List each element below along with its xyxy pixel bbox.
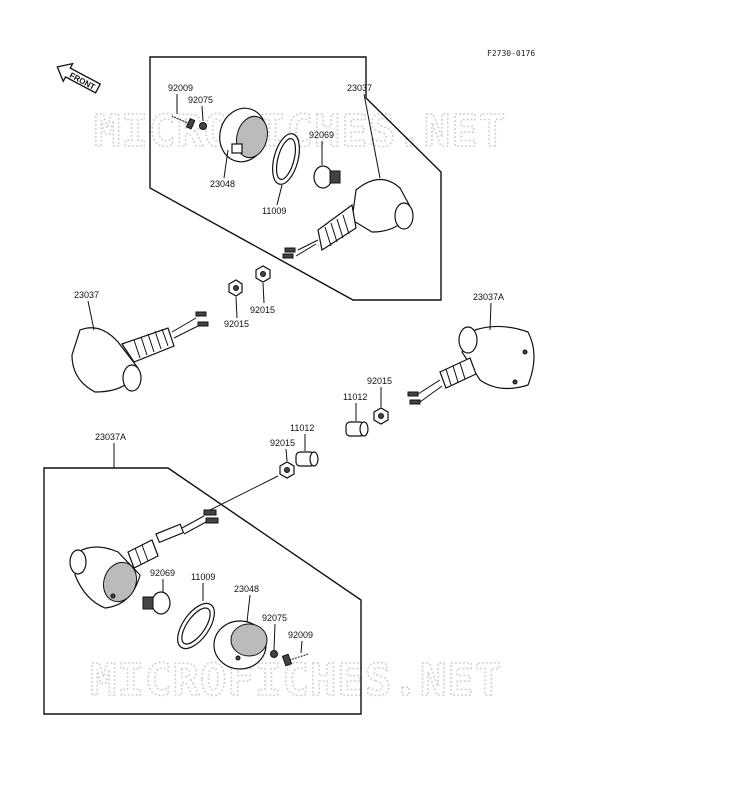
lens-cover-bottom-icon	[213, 620, 268, 670]
label-23037A-bottom: 23037A	[95, 432, 126, 442]
label-23037-top: 23037	[347, 83, 372, 93]
bushing-mid-icon	[295, 451, 319, 467]
turn-signal-left	[71, 311, 209, 393]
bulb-bottom-icon	[142, 591, 171, 615]
nut-icon	[228, 265, 271, 297]
label-92069-bottom: 92069	[150, 568, 175, 578]
label-92075-top: 92075	[188, 95, 213, 105]
lens-cover-icon	[219, 107, 268, 163]
turn-signal-housing-top	[282, 178, 414, 259]
bottom-assembly-box	[43, 467, 362, 715]
watermark-bottom: MICROFICHES.NET	[90, 655, 502, 706]
bushing-right-icon	[345, 421, 369, 437]
screw-icon	[171, 115, 196, 130]
figure-code: F2730-0176	[487, 49, 535, 58]
label-11009-bottom: 11009	[191, 572, 215, 582]
label-23048-top: 23048	[210, 179, 235, 189]
washer-bottom-icon	[270, 650, 278, 658]
label-92015-a: 92015	[250, 305, 275, 315]
label-92075-bottom: 92075	[262, 613, 287, 623]
label-92015-right: 92015	[367, 376, 392, 386]
washer-icon	[199, 122, 207, 130]
turn-signal-housing-bottom	[69, 509, 219, 609]
turn-signal-right	[407, 325, 535, 405]
label-23037A-right: 23037A	[473, 292, 504, 302]
front-arrow-icon: FRONT	[56, 62, 102, 94]
label-11012-right: 11012	[343, 392, 367, 402]
watermark-top: MICROFICHES.NET	[94, 106, 506, 157]
label-92069-top: 92069	[309, 130, 334, 140]
label-92009-top: 92009	[168, 83, 193, 93]
label-11009-top: 11009	[262, 206, 286, 216]
label-92015-b: 92015	[224, 319, 249, 329]
gasket-inner	[275, 138, 297, 180]
label-11012-mid: 11012	[290, 423, 314, 433]
label-92015-mid: 92015	[270, 438, 295, 448]
label-92009-bottom: 92009	[288, 630, 313, 640]
screw-bottom-icon	[281, 653, 309, 667]
top-assembly-box	[149, 56, 442, 301]
bulb-icon	[313, 165, 341, 189]
label-23048-bottom: 23048	[234, 584, 259, 594]
label-23037-left: 23037	[74, 290, 99, 300]
